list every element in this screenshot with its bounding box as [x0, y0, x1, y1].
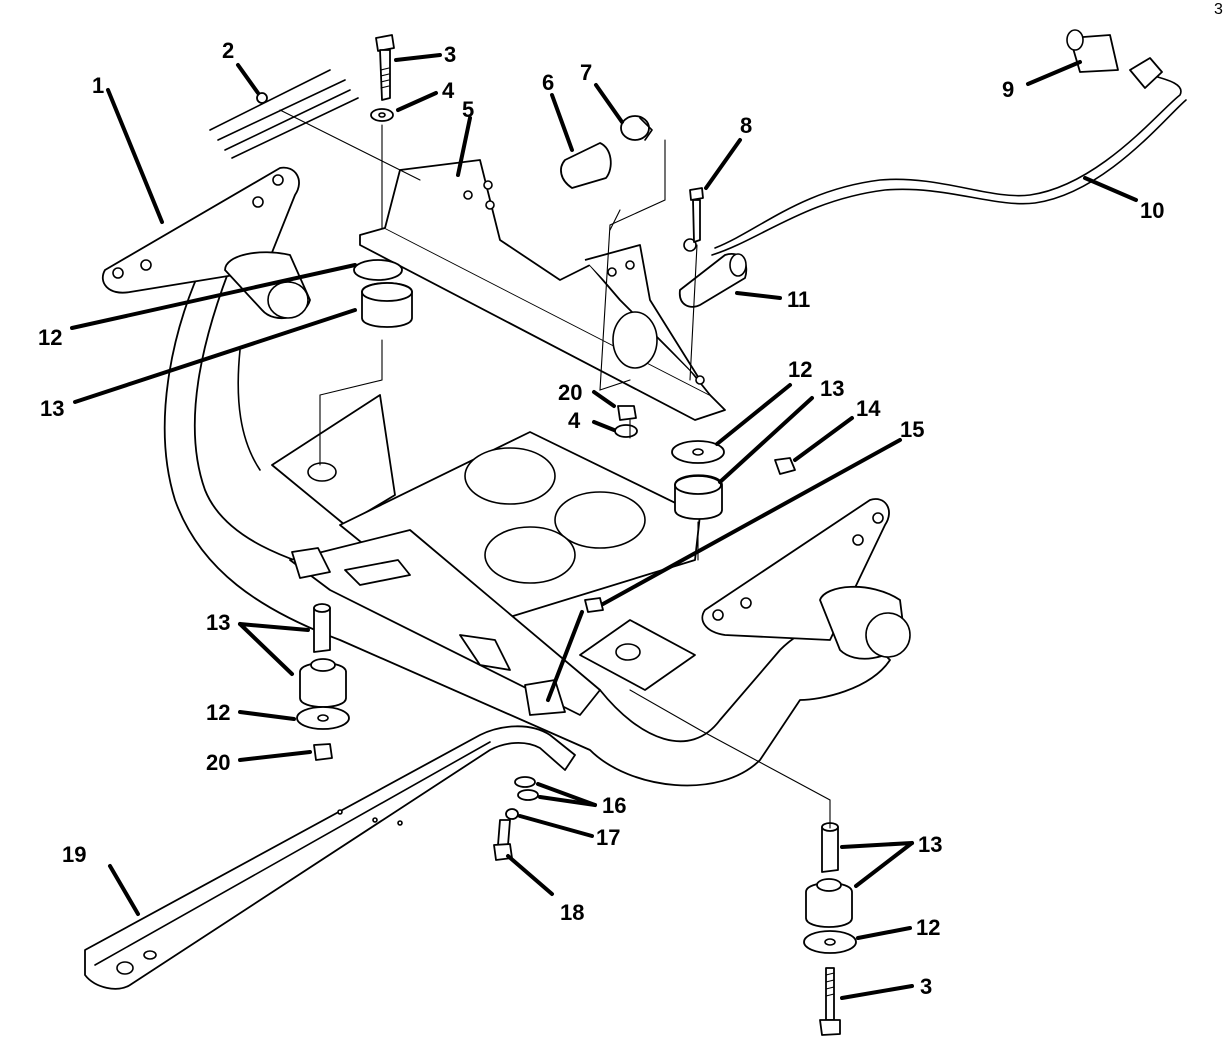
callout-13-right: 13	[820, 376, 844, 401]
nut-14	[774, 457, 796, 475]
rubber-mount-lower-left	[299, 658, 347, 708]
corner-mark: 3	[1214, 1, 1223, 18]
callout-16: 16	[602, 793, 626, 818]
right-mounting-plate	[701, 498, 911, 660]
callout-19: 19	[62, 842, 86, 867]
callout-13-left: 13	[40, 396, 64, 421]
spacer-17	[505, 808, 519, 820]
callout-labels: 1 2 3 4 5 6 7 8 9 10 11 12 13 20 4 12 13…	[38, 1, 1223, 999]
callout-18: 18	[560, 900, 584, 925]
spacer-lower-right	[821, 822, 839, 873]
mount-washer-right	[671, 440, 725, 464]
callout-12-left: 12	[38, 325, 62, 350]
leader-lines	[70, 53, 1138, 1000]
callout-4-top: 4	[442, 78, 455, 103]
washer-4-mid	[614, 424, 638, 438]
nut-20-mid	[617, 405, 637, 421]
bolt-18	[493, 819, 513, 861]
callout-12-lower-right: 12	[916, 915, 940, 940]
handle-tube	[209, 69, 359, 159]
callout-6: 6	[542, 70, 554, 95]
callout-2: 2	[222, 38, 234, 63]
hose-clamp	[620, 115, 653, 141]
bolt-top	[375, 34, 395, 101]
washer-top	[370, 108, 394, 122]
nut-15	[584, 597, 604, 613]
engine-mounting-pan	[271, 394, 701, 691]
washer-lower-right	[803, 930, 857, 954]
callout-8: 8	[740, 113, 752, 138]
mount-washer-left	[353, 259, 403, 281]
callout-12-lower-left: 12	[206, 700, 230, 725]
callout-20-mid: 20	[558, 380, 582, 405]
fuel-shutoff-valve	[678, 238, 748, 308]
rubber-mount-right	[674, 474, 723, 520]
washer-lower-left	[296, 706, 350, 730]
callout-11: 11	[787, 287, 810, 312]
rubber-mount-lower-right	[805, 878, 853, 928]
left-mounting-plate	[101, 166, 311, 319]
nut-lower-left	[313, 743, 333, 761]
callout-4-mid: 4	[568, 408, 581, 433]
callout-10: 10	[1140, 198, 1164, 223]
callout-7: 7	[580, 60, 592, 85]
callout-1: 1	[92, 73, 104, 98]
callout-17: 17	[596, 825, 620, 850]
callout-13-lower-right: 13	[918, 832, 942, 857]
assembly-lines	[279, 109, 831, 829]
fuel-fitting	[1066, 29, 1163, 89]
callout-9: 9	[1002, 77, 1014, 102]
spacer-lower-left	[313, 603, 331, 653]
callout-3-top: 3	[444, 42, 456, 67]
rubber-mount-left	[361, 282, 413, 328]
lock-washers-16	[514, 776, 539, 801]
callout-3-bottom: 3	[920, 974, 932, 999]
callout-14: 14	[856, 396, 881, 421]
screw-2	[256, 92, 268, 104]
callout-12-right: 12	[788, 357, 812, 382]
fuel-hose	[560, 142, 612, 189]
side-rail	[84, 725, 576, 990]
bolt-8	[689, 187, 704, 243]
callout-15: 15	[900, 417, 924, 442]
callout-13-lower-left: 13	[206, 610, 230, 635]
engine-bracket	[359, 159, 726, 421]
callout-5: 5	[462, 97, 474, 122]
frame-cross-rail	[289, 529, 601, 716]
bolt-bottom	[819, 967, 841, 1036]
callout-20-lower-left: 20	[206, 750, 230, 775]
fuel-line	[711, 74, 1187, 256]
